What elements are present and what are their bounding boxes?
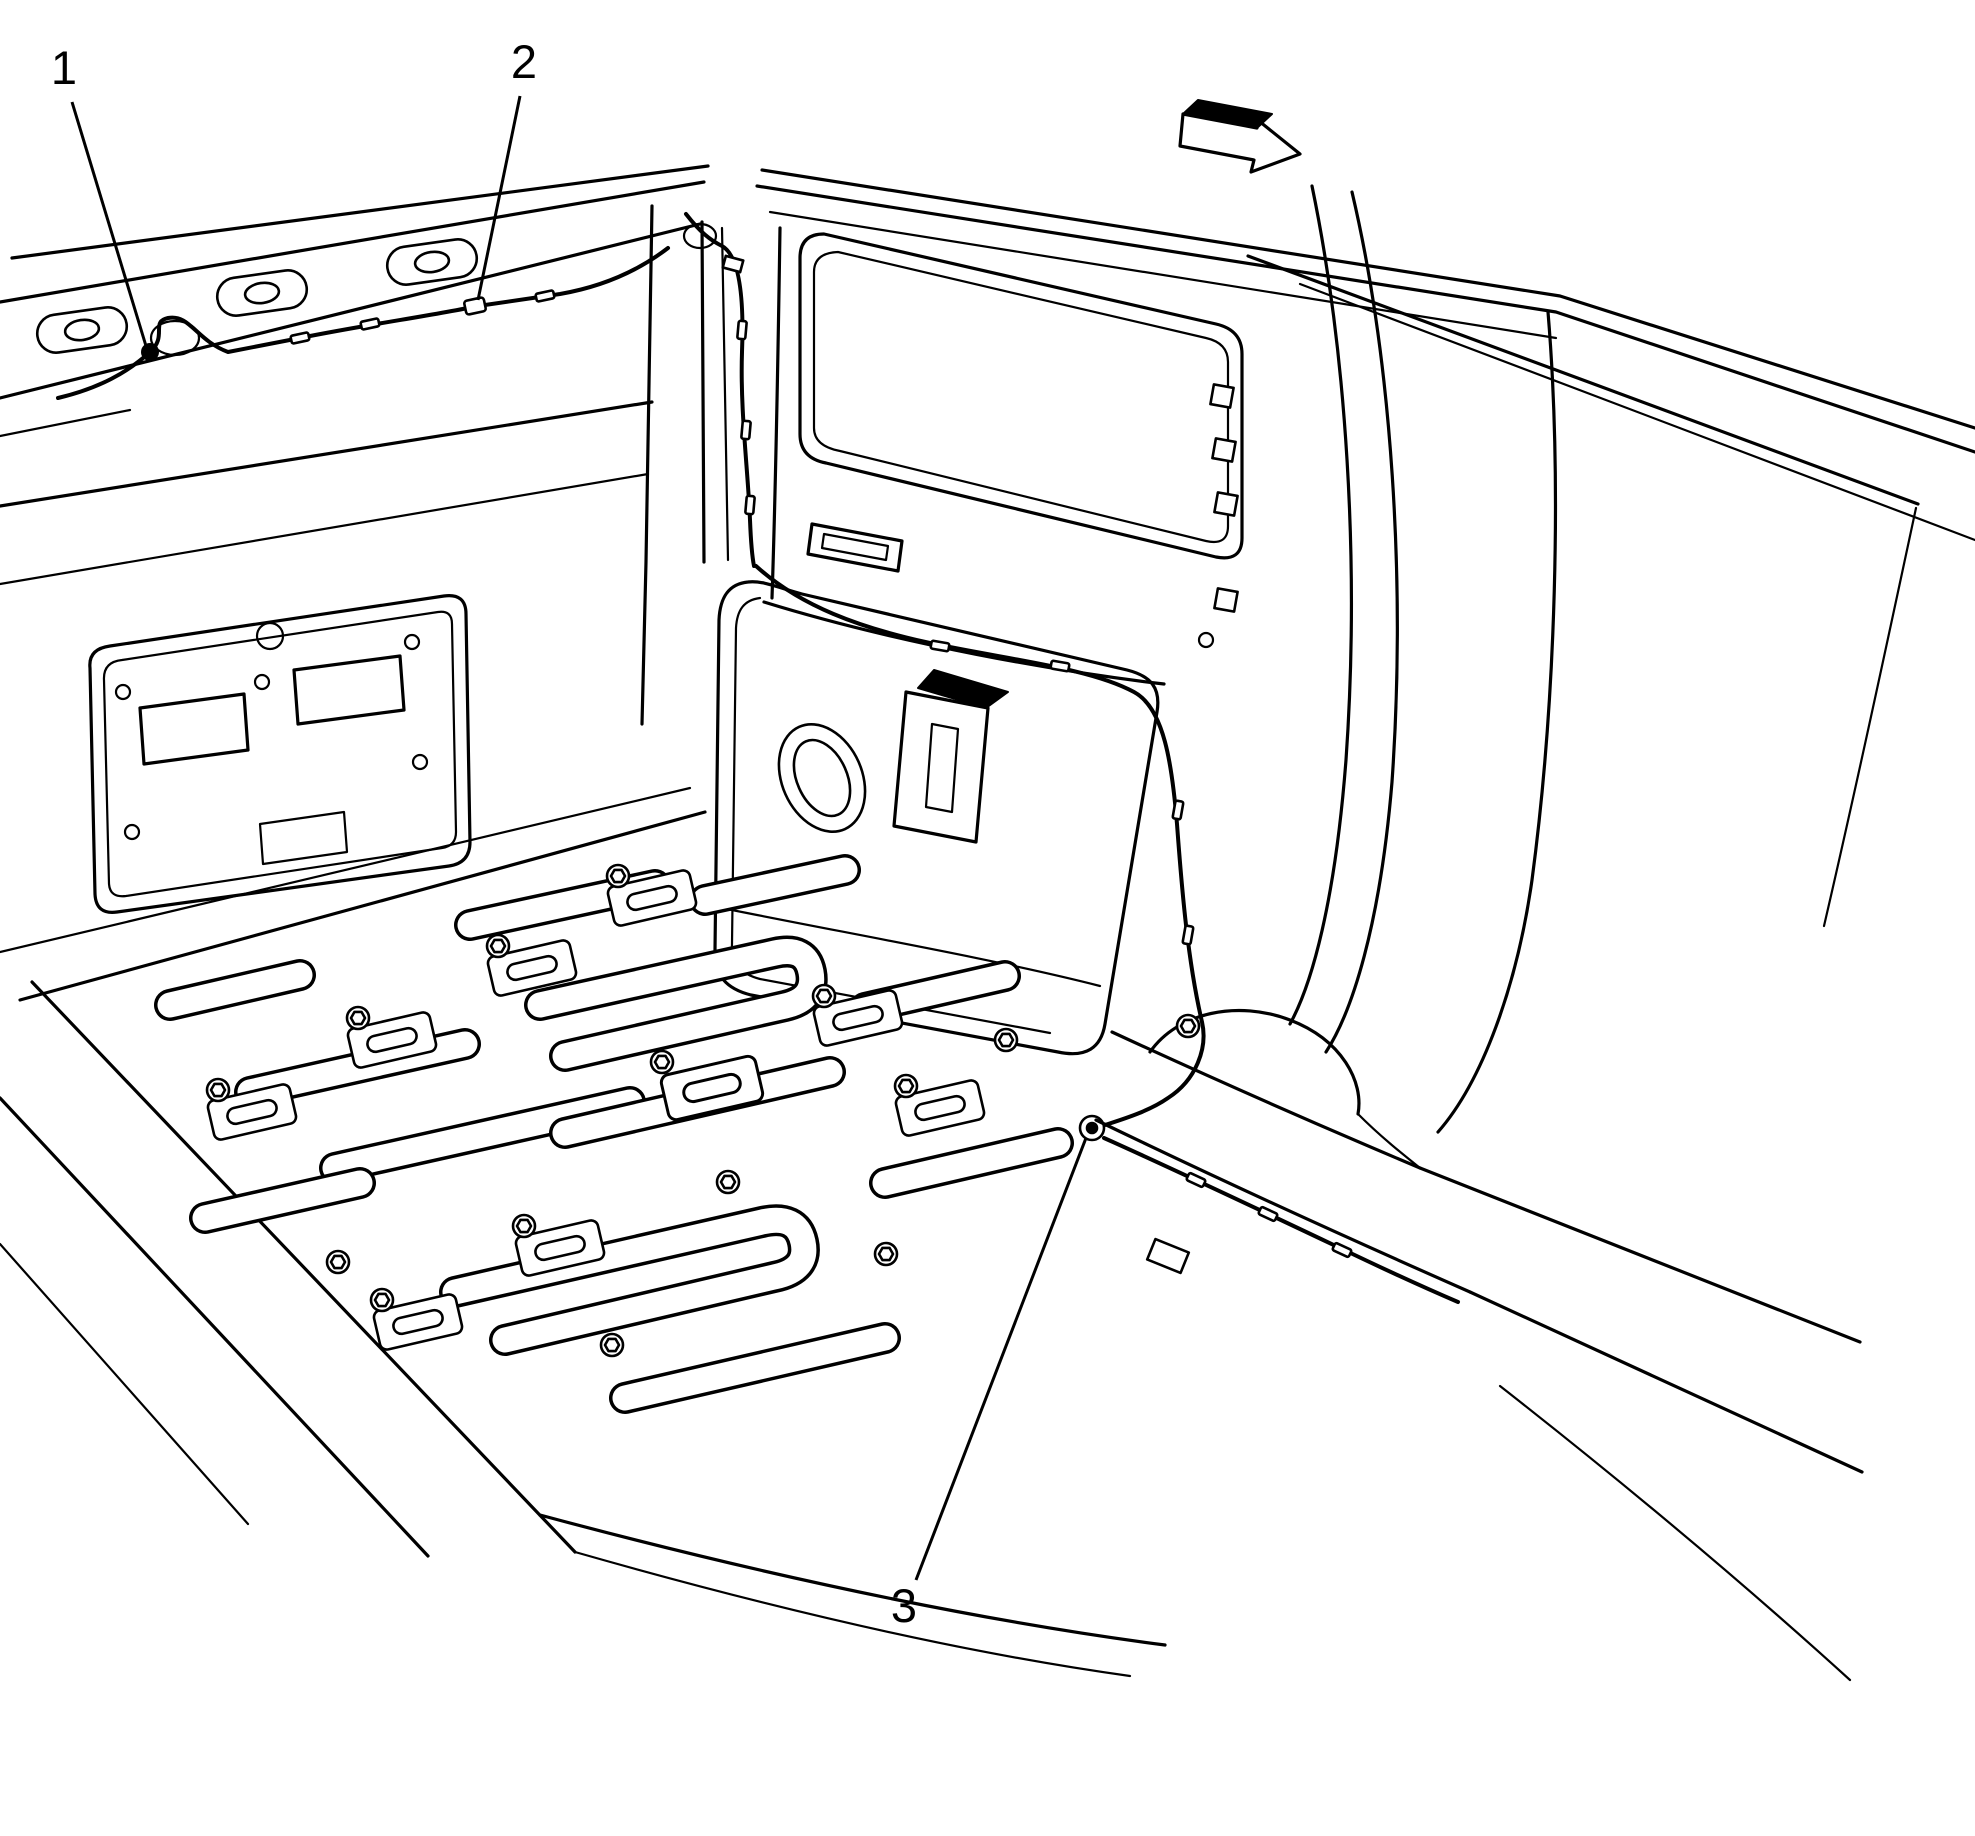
- left-wall: [0, 400, 654, 586]
- roof-rail-right: [755, 168, 1975, 542]
- callout-3-label: 3: [890, 1579, 918, 1632]
- harness-grommet-1: [141, 343, 159, 361]
- callout-3-leader: [914, 1137, 1088, 1581]
- sill-rocker: [1094, 1008, 1864, 1682]
- harness-clip-2: [463, 296, 487, 316]
- floor-ribs: [154, 854, 1074, 1414]
- hand-slot: [777, 723, 867, 833]
- vehicle-front-direction-arrow-icon: [1178, 99, 1302, 174]
- callout-1-label: 1: [50, 41, 78, 94]
- quarter-panel-recess: [0, 594, 707, 1002]
- callout-2-leader: [476, 95, 522, 301]
- panel-bracket: [892, 690, 990, 844]
- callout-2-label: 2: [510, 35, 538, 88]
- pillar-harness: [684, 212, 756, 568]
- wheelhouse-panel: [713, 580, 1160, 1056]
- floor-edges: [0, 980, 1167, 1678]
- floor-grommet-3: [1078, 1114, 1106, 1142]
- body-harness-right: [754, 564, 1460, 1304]
- side-wall-window: [762, 210, 1558, 686]
- corner-pillar: [640, 204, 757, 726]
- callout-1-leader: [70, 101, 148, 347]
- right-pillar-door-opening: [1288, 184, 1918, 1134]
- callout-leaders: [70, 95, 1088, 1581]
- roof-rail-left: [0, 164, 710, 438]
